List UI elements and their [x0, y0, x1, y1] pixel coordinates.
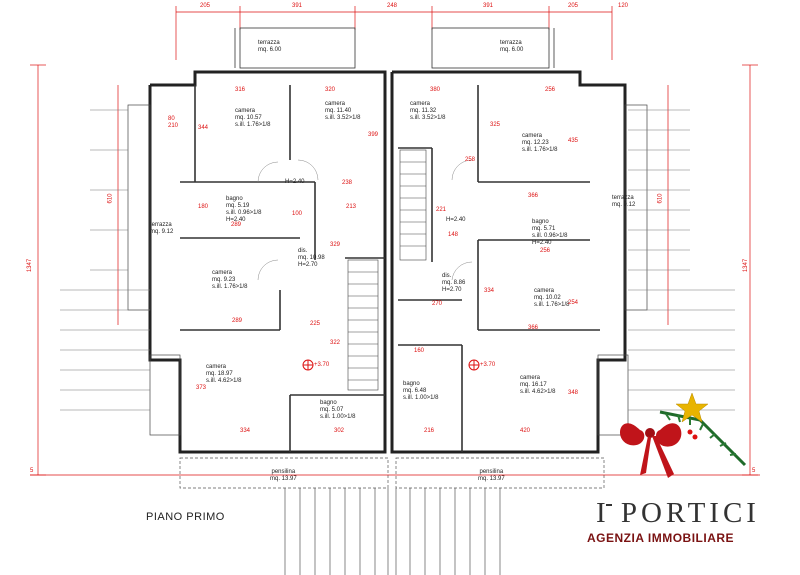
- star-icon: [675, 392, 709, 423]
- level-label-2: +3.70: [480, 362, 496, 368]
- dim-top-1: 205: [200, 3, 211, 9]
- dim-380: 380: [430, 87, 441, 93]
- dim-435: 435: [568, 138, 579, 144]
- dim-258: 258: [465, 157, 476, 163]
- door-swings: [257, 159, 473, 281]
- dim-325: 325: [490, 122, 501, 128]
- dim-160: 160: [414, 348, 425, 354]
- dim-216: 216: [424, 428, 435, 434]
- dim-256: 256: [545, 87, 556, 93]
- dim-289a: 289: [231, 222, 242, 228]
- dim-100: 100: [292, 211, 303, 217]
- dim-366b: 366: [528, 325, 539, 331]
- dim-bottom-left: 5: [30, 468, 34, 474]
- dim-side-right-inner: 610: [657, 193, 664, 204]
- dim-top-4: 391: [483, 3, 494, 9]
- dim-top-5: 205: [568, 3, 579, 9]
- balcony-railings: [60, 109, 735, 411]
- dim-side-left: 1347: [27, 258, 34, 273]
- dim-256b: 256: [540, 248, 551, 254]
- dim-180: 180: [198, 204, 209, 210]
- dim-373: 373: [196, 385, 207, 391]
- dim-top-3: 248: [387, 3, 398, 9]
- dim-225: 225: [310, 321, 321, 327]
- dim-213: 213: [346, 204, 357, 210]
- dim-238: 238: [342, 180, 353, 186]
- dim-bottom-right: 5: [752, 468, 756, 474]
- dim-221: 221: [436, 207, 447, 213]
- level-label-1: +3.70: [314, 362, 330, 368]
- dim-316: 316: [235, 87, 246, 93]
- level-markers: [302, 359, 480, 371]
- dim-366a: 366: [528, 193, 539, 199]
- dim-420: 420: [520, 428, 531, 434]
- dim-329: 329: [330, 242, 341, 248]
- dim-210a: 210: [168, 123, 179, 129]
- dim-344: 344: [198, 125, 209, 131]
- terrace-top: [234, 27, 555, 69]
- dim-348: 348: [568, 390, 579, 396]
- stairs: [347, 149, 427, 391]
- dim-top-2: 391: [292, 3, 303, 9]
- sheet-title: PIANO PRIMO: [146, 511, 225, 523]
- dim-399: 399: [368, 132, 379, 138]
- side-dimension-lines: [30, 64, 758, 476]
- logo-subtitle: AGENZIA IMMOBILIARE: [587, 531, 735, 545]
- dim-80a: 80: [168, 116, 175, 122]
- outer-walls: [148, 70, 627, 454]
- dim-254: 254: [568, 300, 579, 306]
- interior-walls: [180, 85, 600, 452]
- height-label-2: H=2.40: [446, 217, 466, 223]
- pensilina-canopy: [179, 457, 605, 575]
- dim-334b: 334: [240, 428, 251, 434]
- dim-270: 270: [432, 301, 443, 307]
- dim-320: 320: [325, 87, 336, 93]
- height-label-1: H=2.40: [285, 179, 305, 185]
- dim-side-right: 1347: [743, 258, 750, 273]
- dim-289b: 289: [232, 318, 243, 324]
- top-dimension-line: [175, 6, 613, 60]
- logo-text: I PORTICI: [596, 497, 760, 529]
- dim-322: 322: [330, 340, 341, 346]
- dim-148: 148: [448, 232, 459, 238]
- dim-334a: 334: [484, 288, 495, 294]
- dim-side-left-inner: 610: [107, 193, 114, 204]
- dim-top-6: 120: [618, 3, 629, 9]
- dim-302: 302: [334, 428, 345, 434]
- logo-ribbon-icon: [619, 410, 747, 478]
